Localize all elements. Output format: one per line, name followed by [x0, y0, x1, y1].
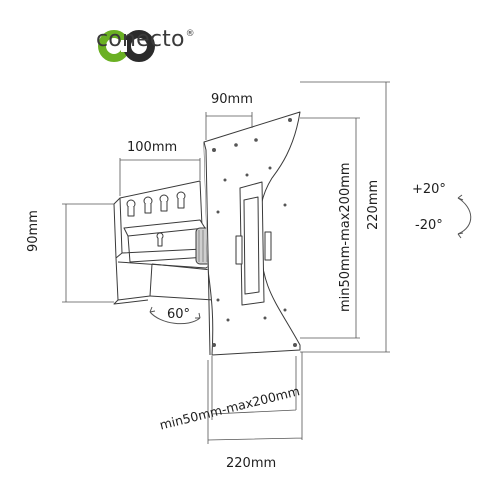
swivel-arrow-left: [149, 306, 156, 313]
plate-height-label: 220mm: [366, 179, 381, 230]
tilt-down-label: -20°: [415, 218, 443, 233]
tilt-arrow-top: [457, 194, 464, 201]
plate-width-label: 220mm: [226, 456, 277, 471]
wall-bracket: [113, 180, 215, 305]
vesa-vertical-label: min50mm-max200mm: [338, 162, 353, 312]
tilt-up-label: +20°: [412, 182, 446, 197]
tilt-arc: [457, 197, 472, 235]
conecto-logo: [98, 30, 155, 62]
bracket-height-label: 90mm: [26, 210, 41, 252]
swivel-arc: [149, 311, 201, 325]
swivel-angle-label: 60°: [167, 307, 191, 322]
bracket-width-label: 100mm: [127, 140, 178, 155]
dimension-lines: [62, 81, 390, 444]
arm-depth-label: 90mm: [211, 92, 253, 107]
tilt-arrow-bottom: [457, 232, 464, 239]
swivel-arrow-right: [195, 312, 201, 319]
keyhole-slots: [126, 191, 186, 247]
vesa-plate: [203, 111, 301, 356]
brand-name: conecto®: [96, 27, 195, 52]
